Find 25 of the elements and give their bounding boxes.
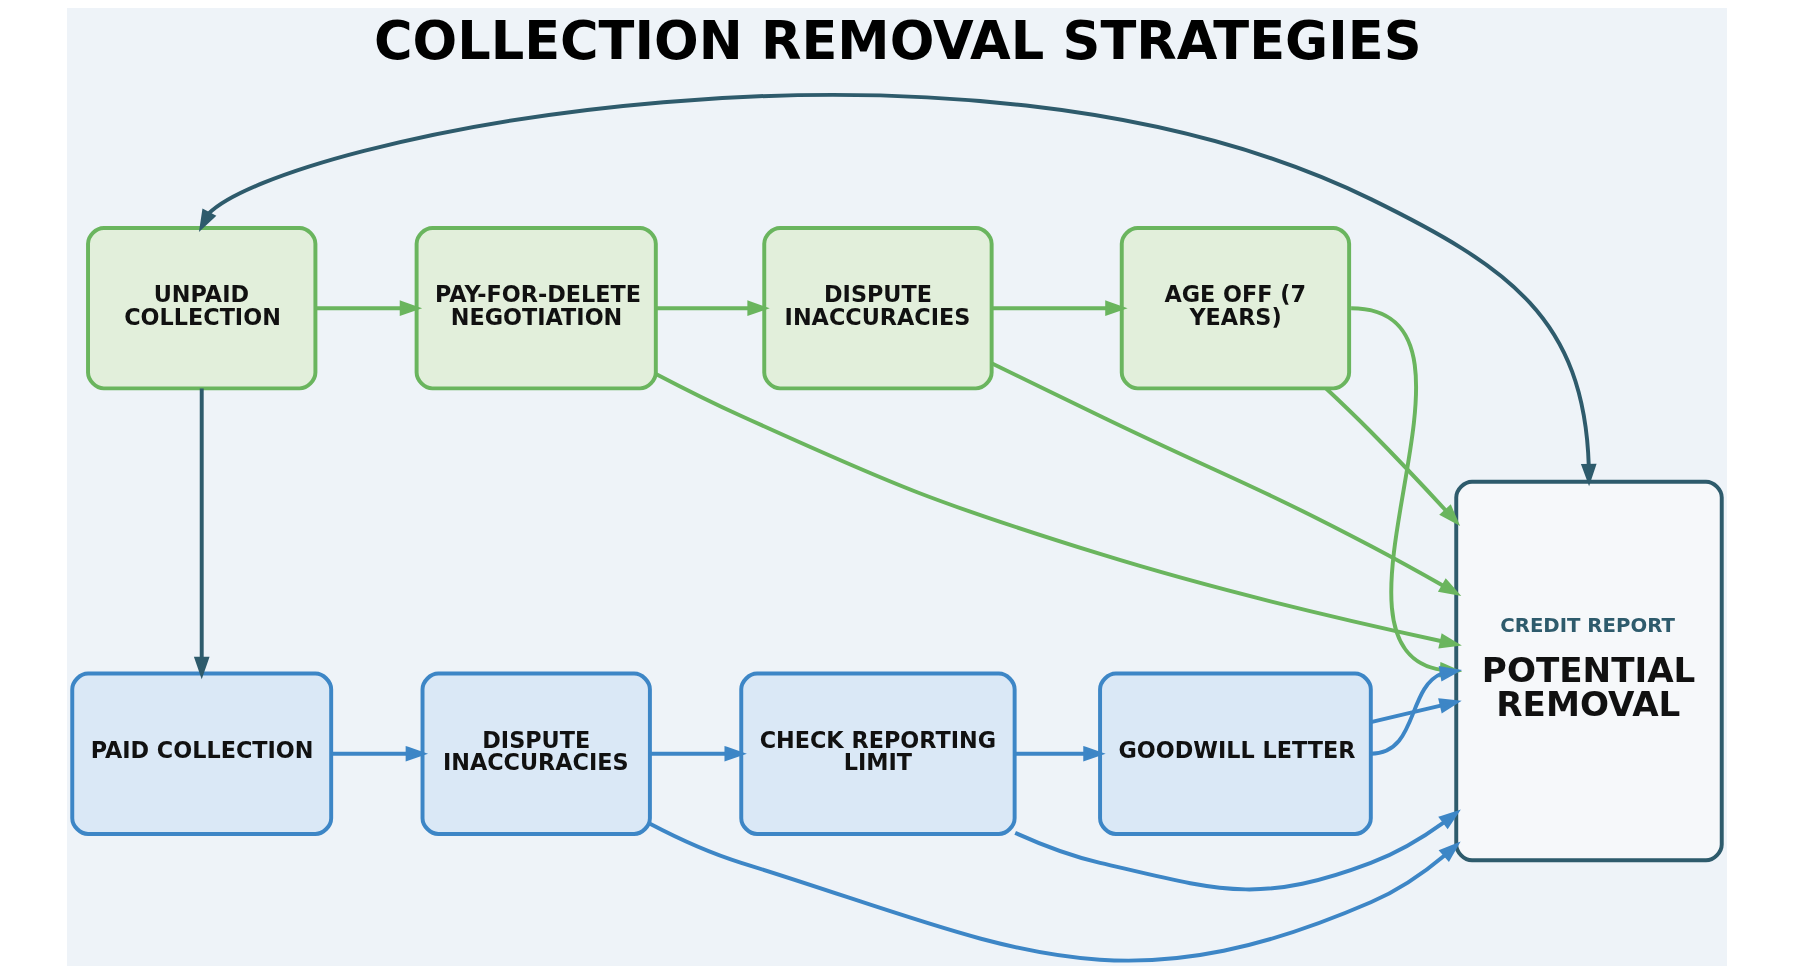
arrow [315, 300, 423, 317]
arrow [198, 93, 1597, 487]
node-box: DISPUTE INACCURACIES [762, 226, 994, 391]
diagram-title: COLLECTION REMOVAL STRATEGIES [373, 10, 1422, 72]
arrow [193, 388, 210, 680]
arrow [1370, 698, 1462, 725]
arrow [649, 745, 747, 762]
arrow [655, 372, 1462, 649]
arrow [1324, 387, 1461, 527]
arrow [991, 361, 1462, 597]
node-box: CHECK REPORTING LIMIT [739, 671, 1017, 836]
arrow [1370, 666, 1463, 756]
arrow [992, 300, 1128, 317]
arrow [1014, 745, 1106, 762]
node-box: DISPUTE INACCURACIES [420, 671, 652, 836]
node-box: AGE OFF (7 YEARS) [1119, 226, 1352, 391]
node-box: CREDIT REPORT POTENTIAL REMOVAL [1454, 479, 1724, 863]
arrow [331, 745, 429, 762]
node-box: UNPAID COLLECTION [86, 226, 318, 391]
arrow [1014, 809, 1461, 892]
node-box: PAID COLLECTION [70, 671, 334, 836]
arrow [649, 822, 1461, 963]
arrow [656, 300, 770, 317]
node-box: GOODWILL LETTER [1098, 671, 1373, 836]
node-box: PAY-FOR-DELETE NEGOTIATION [414, 226, 658, 391]
